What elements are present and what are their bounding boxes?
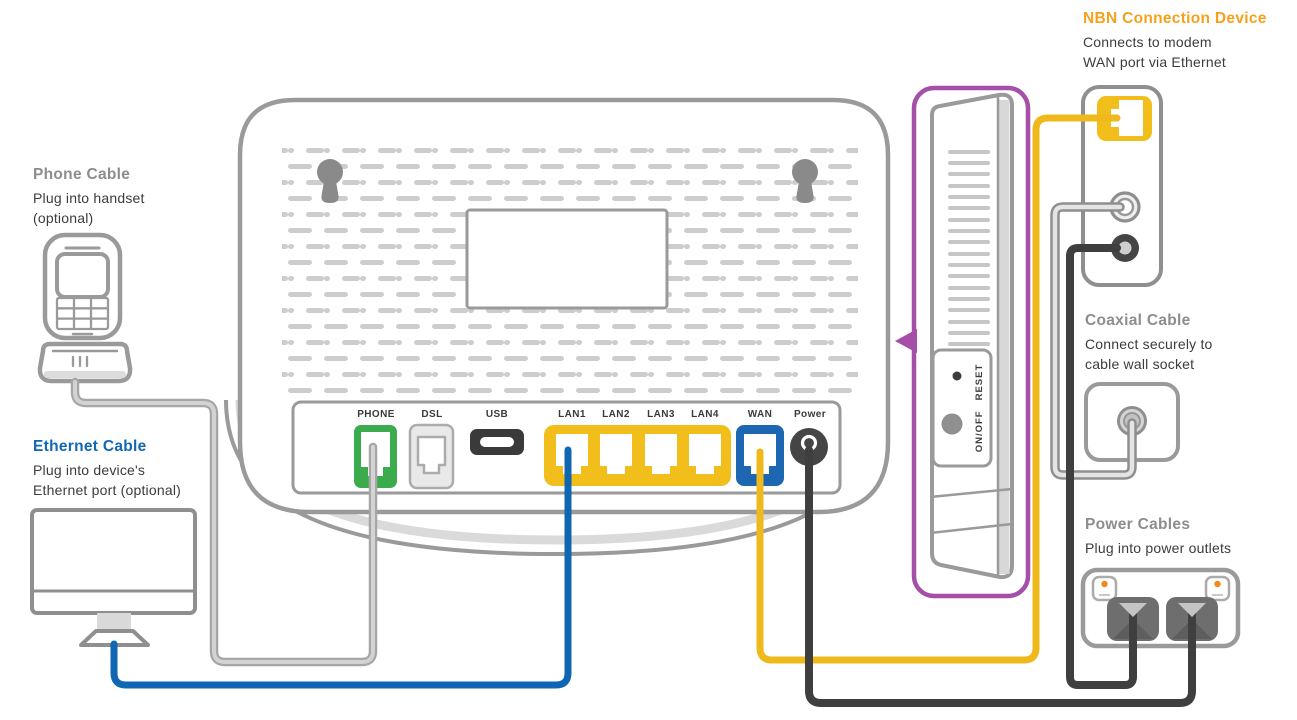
ethernet-cable-line-1: Plug into device's [33,462,146,478]
nbn-connection-device [1081,85,1163,287]
reset-button [952,371,962,381]
cables [70,114,1206,707]
dsl-port-jack [416,435,447,475]
handset-keypad [55,296,110,331]
side-panel-labels: ON/OFF RESET [972,353,986,463]
coaxial-cable-title: Coaxial Cable [1085,312,1191,329]
onoff-label: ON/OFF [973,410,985,453]
power-cables-line-1: Plug into power outlets [1085,540,1232,556]
nbn-device-annotation: NBN Connection Device Connects to modem … [1083,10,1267,72]
phone-cable-line-1: Plug into handset [33,190,145,206]
phone-cable-annotation: Phone Cable Plug into handset (optional) [33,166,145,228]
modem-back-view [224,97,891,557]
mount-keyhole-left [317,159,343,203]
wan-port-label: WAN [747,409,773,420]
wan-ethernet-cable [756,114,1121,664]
power-cables-annotation: Power Cables Plug into power outlets [1085,516,1231,559]
lan1-jack [556,434,588,474]
outlet-switch-left [1091,575,1118,602]
monitor-screen [30,508,197,615]
power-cables-title: Power Cables [1085,516,1191,533]
dsl-port-label: DSL [421,409,443,420]
phone-cable [70,377,378,667]
usb-port-label: USB [485,409,509,420]
switch-indicator-dot [1214,580,1221,588]
nbn-power-cable [1066,244,1137,689]
mount-keyhole-right [792,159,818,203]
ethernet-cable-line-2: Ethernet port (optional) [33,481,181,498]
keypad-grid [57,298,108,329]
plug-wedge-left [1119,603,1147,617]
modem-power-cable [805,446,1196,707]
lan4-jack [689,434,721,474]
lan3-port-label: LAN3 [647,409,675,420]
phone-cable-title: Phone Cable [33,166,131,183]
highlight-arrow [895,329,917,353]
computer-monitor-illustration [30,508,197,647]
lan1-port-label: LAN1 [558,409,586,420]
cradle-ticks [71,355,89,368]
side-foot-lines [929,487,1013,535]
lan4-port-label: LAN4 [691,409,719,420]
modem-side-view [895,85,1031,599]
nbn-device-line-2: WAN port via Ethernet [1083,53,1226,70]
phone-handset-illustration [37,232,133,384]
reset-label: RESET [973,363,985,401]
cradle-base-band [44,371,126,378]
switch-indicator-dot [1101,580,1108,588]
handset-screen [55,252,110,299]
monitor-foot [79,629,150,647]
usb-port-slot [480,437,514,447]
coaxial-cable-annotation: Coaxial Cable Connect securely to cable … [1085,312,1213,374]
phone-cable-line-2: (optional) [33,209,94,226]
lan-port-block [544,425,731,486]
power-outlet-strip [1080,567,1241,649]
lan3-jack [645,434,677,474]
onoff-button [941,413,963,435]
ethernet-cable-annotation: Ethernet Cable Plug into device's Ethern… [33,438,181,500]
lan2-jack [600,434,632,474]
phone-port-label: PHONE [357,409,395,420]
coaxial-cable-line-2: cable wall socket [1085,355,1195,372]
ethernet-cable [110,446,572,689]
side-vents [948,150,990,346]
power-port-label: Power [793,409,826,420]
ethernet-cable-title: Ethernet Cable [33,438,147,455]
nbn-device-line-1: Connects to modem [1083,34,1212,50]
nbn-device-title: NBN Connection Device [1083,10,1267,27]
coaxial-cable-line-1: Connect securely to [1085,336,1213,352]
lan2-port-label: LAN2 [602,409,630,420]
nbn-power-connector-inner [1118,241,1132,255]
modem-label-plate [465,208,669,310]
nbn-ethernet-jack [1111,100,1143,136]
coaxial-cable [1050,202,1137,480]
plug-wedge-right [1178,603,1206,617]
outlet-switch-right [1204,575,1231,602]
side-button-panel [931,348,993,468]
monitor-neck [97,613,131,631]
